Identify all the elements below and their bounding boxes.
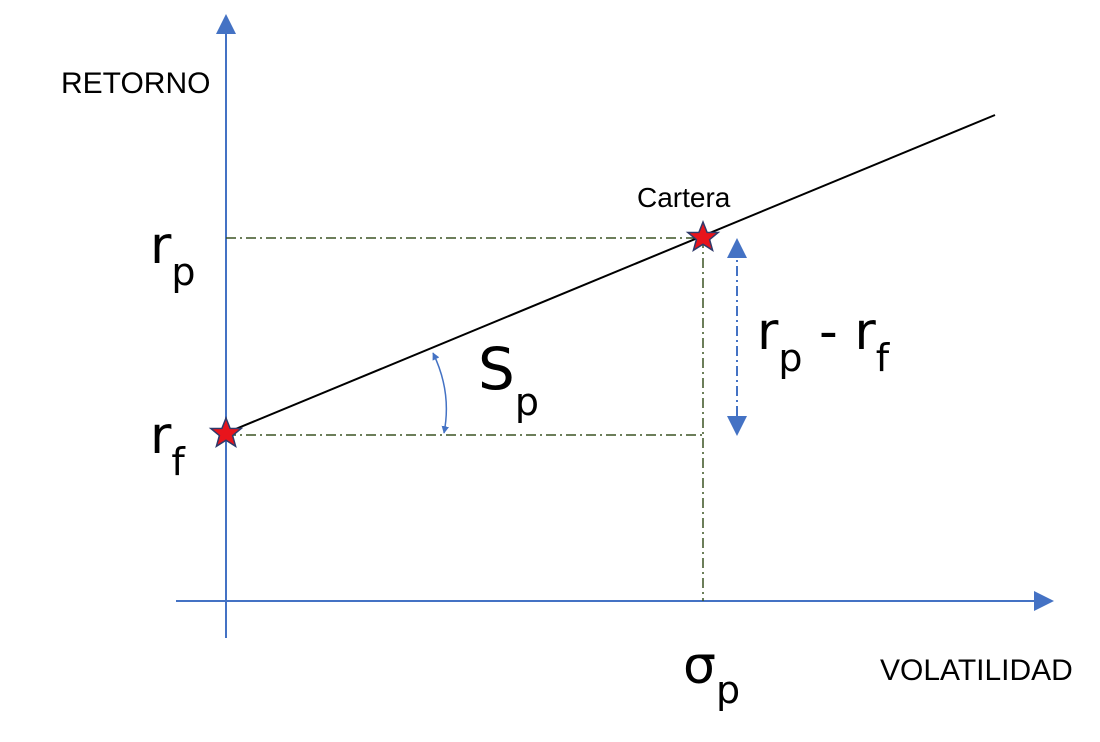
y-axis-arrowhead: [216, 14, 236, 34]
star-icon: [685, 219, 721, 252]
rp-sub: p: [171, 250, 196, 294]
excess-sep: -: [802, 302, 855, 362]
y-axis-title: RETORNO: [61, 67, 211, 100]
excess-sub1: p: [778, 336, 803, 380]
excess-main2: r: [854, 302, 876, 362]
rf-label: rf: [150, 410, 185, 481]
sigma-sub: p: [715, 668, 741, 712]
capital-market-line: [225, 114, 996, 434]
sharpe-label: Sp: [478, 340, 539, 421]
portfolio-label: Cartera: [637, 182, 731, 213]
excess-return-arrowhead-bottom: [727, 416, 747, 436]
star-icon: [208, 415, 244, 448]
excess-sub2: f: [875, 336, 890, 380]
sigma-p-label: σp: [683, 640, 740, 709]
rp-label: rp: [150, 220, 196, 291]
sharpe-angle-arc: [432, 352, 449, 434]
rf-main: r: [150, 406, 172, 466]
excess-main1: r: [757, 302, 779, 362]
x-axis-arrowhead: [1034, 591, 1054, 611]
sharpe-sub: p: [514, 380, 539, 424]
excess-return-label: rp - rf: [757, 306, 889, 377]
sigma-main: σ: [683, 636, 716, 696]
x-axis-title: VOLATILIDAD: [880, 654, 1073, 687]
rp-main: r: [150, 216, 172, 276]
rf-sub: f: [171, 440, 185, 484]
excess-return-arrowhead-top: [727, 238, 747, 258]
sharpe-main: S: [478, 335, 515, 403]
